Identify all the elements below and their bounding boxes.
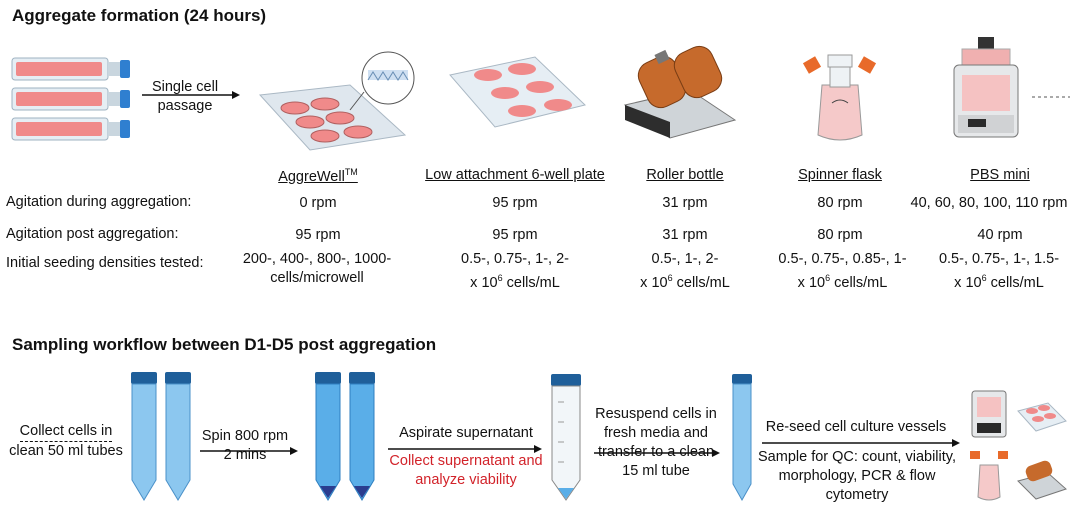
step4-line3: transfer to a clean: [597, 444, 715, 460]
cell-density-6well: 0.5-, 0.75-, 1-, 2- x 106 cells/mL: [430, 250, 600, 293]
arrow-label-line2: passage: [157, 98, 213, 114]
passage-arrow-icon: [142, 91, 240, 99]
density-spinner-line1: 0.5-, 0.75-, 0.85-, 1-: [778, 251, 907, 267]
density-spinner-post: cells/mL: [830, 274, 888, 291]
section1-title: Aggregate formation (24 hours): [12, 6, 267, 25]
arrow-step4-icon: [594, 449, 720, 457]
step5-label: Re-seed cell culture vessels: [765, 419, 947, 435]
density-spinner-pre: x 10: [797, 274, 826, 291]
step4-line1: Resuspend cells in: [595, 406, 717, 422]
cell-during-aggrewell: 0 rpm: [299, 195, 337, 211]
cell-post-6well: 95 rpm: [492, 227, 538, 243]
step1-line1: Collect cells in: [19, 422, 113, 442]
vessel-label-6well: Low attachment 6-well plate: [425, 167, 605, 183]
density-6well-post: cells/mL: [502, 274, 560, 291]
density-aggrewell-line2: cells/microwell: [270, 270, 364, 286]
density-roller-line2: x 106 cells/mL: [615, 269, 755, 293]
cell-during-spinner: 80 rpm: [817, 195, 863, 211]
section2-title: Sampling workflow between D1-D5 post agg…: [12, 335, 437, 354]
cell-during-6well: 95 rpm: [492, 195, 538, 211]
density-spinner-line2: x 106 cells/mL: [770, 269, 915, 293]
vessel-label-spinner: Spinner flask: [798, 167, 882, 183]
arrow-step5-icon: [762, 439, 960, 447]
cell-during-roller: 31 rpm: [662, 195, 708, 211]
step5-line2: morphology, PCR & flow: [778, 468, 936, 484]
vessel-label-pbs: PBS mini: [970, 167, 1030, 183]
row-label-agitation-during: Agitation during aggregation:: [6, 194, 192, 210]
cell-density-roller: 0.5-, 1-, 2- x 106 cells/mL: [615, 250, 755, 293]
density-6well-sup: 6: [497, 273, 503, 283]
row-label-agitation-post: Agitation post aggregation:: [6, 226, 179, 242]
cell-density-spinner: 0.5-, 0.75-, 0.85-, 1- x 106 cells/mL: [770, 250, 915, 293]
arrow-step3-icon: [388, 445, 542, 453]
cell-post-aggrewell: 95 rpm: [295, 227, 341, 243]
arrow-step2-icon: [200, 447, 298, 455]
cell-during-pbs: 40, 60, 80, 100, 110 rpm: [910, 195, 1068, 211]
density-6well-line2: x 106 cells/mL: [430, 269, 600, 293]
stacked-flasks-icon: [11, 57, 130, 141]
cell-density-aggrewell: 200-, 400-, 800-, 1000- cells/microwell: [232, 250, 402, 288]
step1-line2: clean 50 ml tubes: [9, 443, 123, 459]
step4-label: Resuspend cells in fresh media and trans…: [586, 405, 726, 481]
step4-line2: fresh media and: [604, 425, 708, 441]
step3-red-line2: analyze viability: [415, 472, 517, 488]
roller-bottle-icon: [623, 45, 737, 139]
density-pbs-pre: x 10: [954, 274, 982, 291]
trademark-sup: TM: [344, 167, 358, 177]
density-pbs-line1: 0.5-, 0.75-, 1-, 1.5-: [938, 251, 1060, 267]
density-roller-pre: x 10: [640, 274, 668, 291]
step3-red-note: Collect supernatant and analyze viabilit…: [378, 452, 554, 490]
step5-line3: cytometry: [825, 487, 889, 503]
vessel-label-aggrewell: AggreWellTM: [258, 167, 378, 185]
spinner-flask-icon: [802, 54, 877, 141]
row-label-densities: Initial seeding densities tested:: [6, 255, 204, 271]
single-cell-passage-label: Single cell passage: [145, 78, 225, 116]
step2-line1: Spin 800 rpm: [201, 428, 289, 444]
cell-post-pbs: 40 rpm: [977, 227, 1023, 243]
spun-tubes-icon: [315, 372, 375, 501]
aggrewell-plate-icon: [258, 51, 415, 151]
density-pbs-post: cells/mL: [986, 274, 1044, 291]
density-6well-pre: x 10: [470, 274, 498, 291]
tube-15ml-icon: [732, 374, 752, 502]
density-pbs-line2: x 106 cells/mL: [928, 269, 1070, 293]
density-aggrewell-line1: 200-, 400-, 800-, 1000-: [242, 251, 392, 267]
arrow-label-line1: Single cell: [151, 79, 219, 95]
pbs-mini-icon: [953, 37, 1070, 138]
aggrewell-name: AggreWell: [278, 168, 345, 185]
density-pbs-sup: 6: [981, 273, 987, 283]
step1-label: Collect cells in clean 50 ml tubes: [2, 422, 130, 461]
aspirated-tube-icon: [551, 374, 581, 501]
cell-post-roller: 31 rpm: [662, 227, 708, 243]
six-well-plate-icon: [449, 56, 587, 128]
step5-qc-note: Sample for QC: count, viability, morphol…: [752, 448, 962, 505]
cell-density-pbs: 0.5-, 0.75-, 1-, 1.5- x 106 cells/mL: [928, 250, 1070, 293]
falcon-tubes-50ml-icon: [131, 372, 191, 501]
step3-label: Aspirate supernatant: [399, 425, 533, 441]
cell-post-spinner: 80 rpm: [817, 227, 863, 243]
density-roller-line1: 0.5-, 1-, 2-: [651, 251, 719, 267]
density-roller-post: cells/mL: [672, 274, 730, 291]
reseed-vessels-icon: [970, 390, 1067, 501]
step4-line4: 15 ml tube: [622, 463, 690, 479]
density-roller-sup: 6: [667, 273, 673, 283]
density-spinner-sup: 6: [825, 273, 831, 283]
step3-red-line1: Collect supernatant and: [389, 453, 543, 469]
step5-line1: Sample for QC: count, viability,: [758, 449, 956, 465]
vessel-label-roller: Roller bottle: [646, 167, 724, 183]
density-6well-line1: 0.5-, 0.75-, 1-, 2-: [461, 251, 569, 267]
